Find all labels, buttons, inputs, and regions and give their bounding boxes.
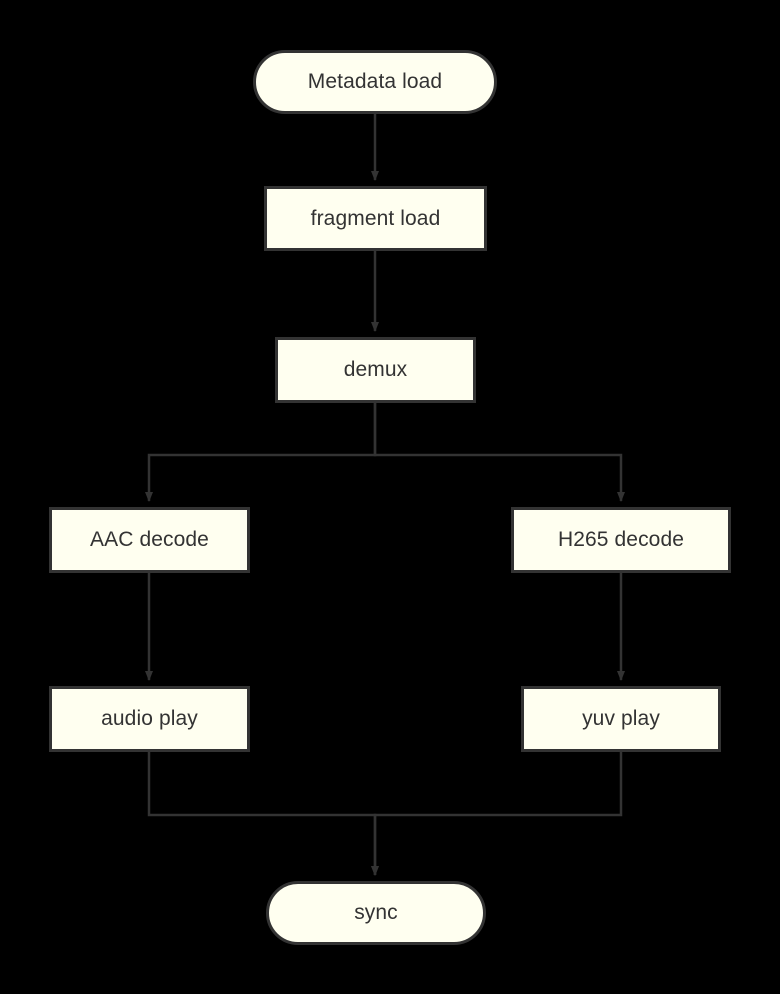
node-audio-play-label: audio play — [101, 707, 198, 730]
edge-audio-play-to-sync — [147, 752, 379, 876]
node-demux-label: demux — [343, 358, 408, 381]
node-demux[interactable]: demux — [275, 337, 476, 403]
node-yuv-play-label: yuv play — [582, 707, 660, 730]
edge-demux-to-h265-decode — [373, 403, 625, 502]
node-h265-decode[interactable]: H265 decode — [511, 507, 731, 573]
node-h265-decode-label: H265 decode — [557, 528, 685, 551]
node-aac-decode-label: AAC decode — [90, 528, 209, 551]
node-yuv-play[interactable]: yuv play — [521, 686, 721, 752]
node-aac-decode[interactable]: AAC decode — [49, 507, 250, 573]
node-metadata-load[interactable]: Metadata load — [253, 50, 497, 114]
edge-yuv-play-to-sync — [371, 752, 623, 876]
node-sync-label: sync — [354, 901, 398, 924]
edge-demux-to-aac-decode — [145, 403, 377, 502]
node-fragment-load[interactable]: fragment load — [264, 186, 487, 251]
node-sync[interactable]: sync — [266, 881, 486, 945]
node-fragment-load-label: fragment load — [310, 206, 441, 230]
node-metadata-load-label: Metadata load — [307, 70, 443, 93]
node-audio-play[interactable]: audio play — [49, 686, 250, 752]
